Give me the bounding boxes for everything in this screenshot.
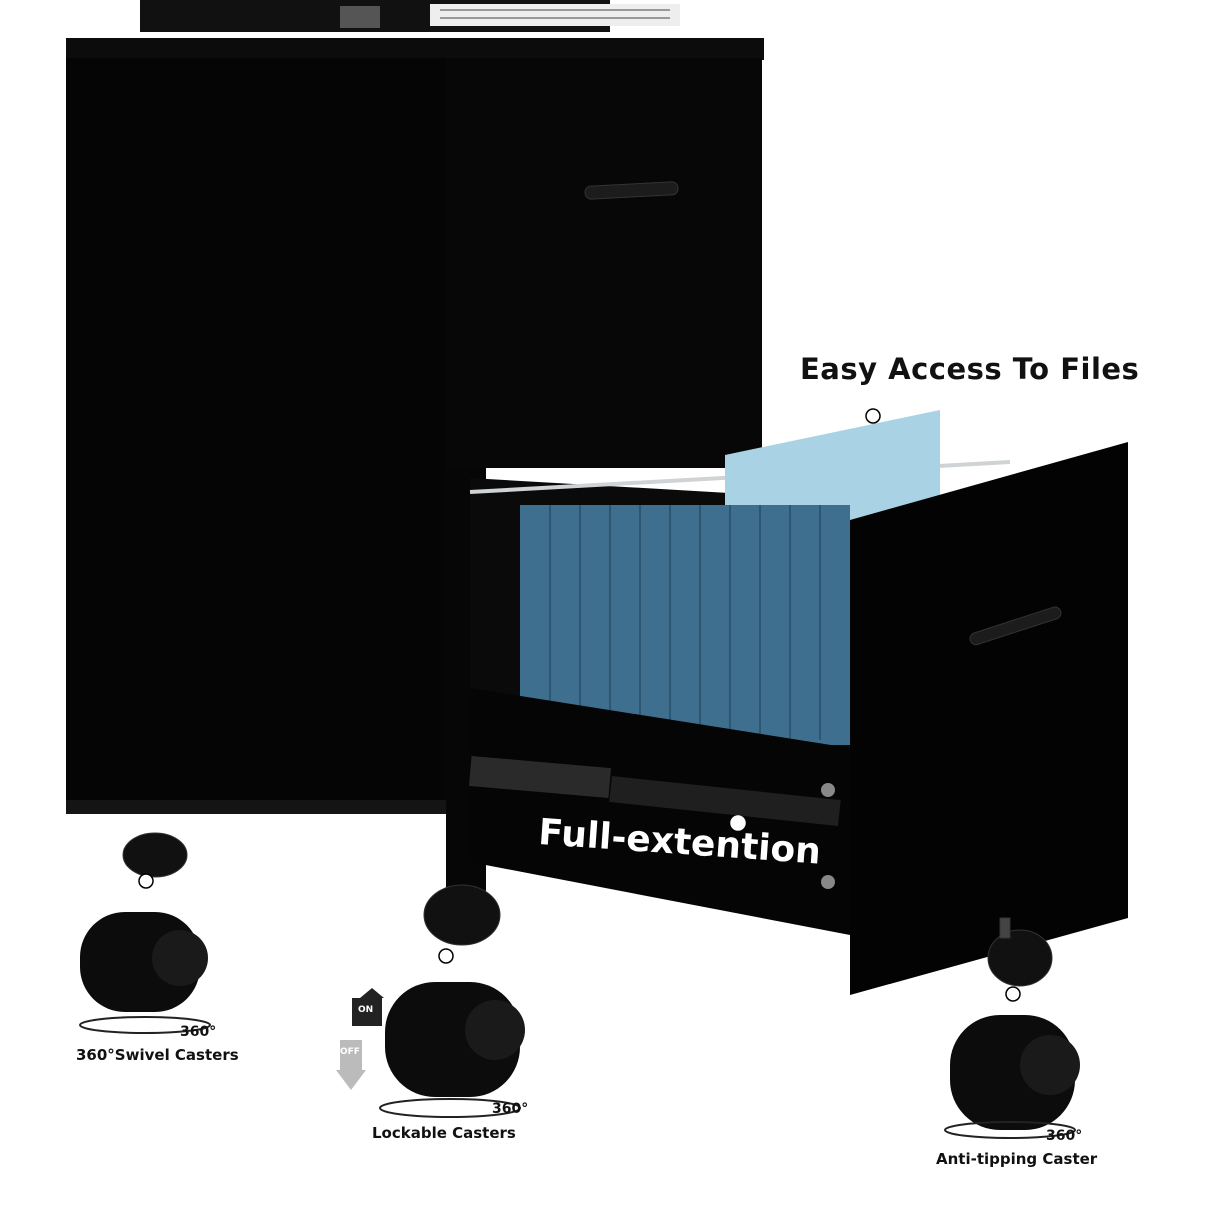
callout-dot-antitip [1005,986,1021,1002]
swivel-caption: 360°Swivel Casters [76,1046,239,1064]
lockable-degree: 360° [492,1101,529,1117]
callout-dot-slide [730,815,746,831]
open-drawer[interactable] [468,410,1128,995]
lower-drawer-handle[interactable] [968,605,1062,646]
cabinet-casters [122,832,1053,987]
easy-access-callout: Easy Access To Files [800,352,1140,386]
cabinet-top [66,38,764,60]
upper-drawer-front [446,58,762,468]
cabinet-side [66,58,446,808]
swivel-degree: 360° [180,1024,217,1040]
top-items [140,0,680,32]
lockable-caster-icon [336,982,525,1118]
lock-on-label: ON [358,1005,374,1015]
anti-tipping-degree: 360° [1046,1128,1083,1144]
lock-off-label: OFF [340,1047,360,1057]
lockable-caption: Lockable Casters [372,1124,516,1142]
anti-tipping-caster-icon [944,1015,1080,1139]
callout-dot-swivel [138,873,154,889]
callout-dot-files [865,408,881,424]
upper-drawer-handle[interactable] [584,181,679,200]
anti-tipping-caption: Anti-tipping Caster [936,1150,1098,1168]
callout-dot-lockable [438,948,454,964]
swivel-caster-icon [79,912,211,1034]
